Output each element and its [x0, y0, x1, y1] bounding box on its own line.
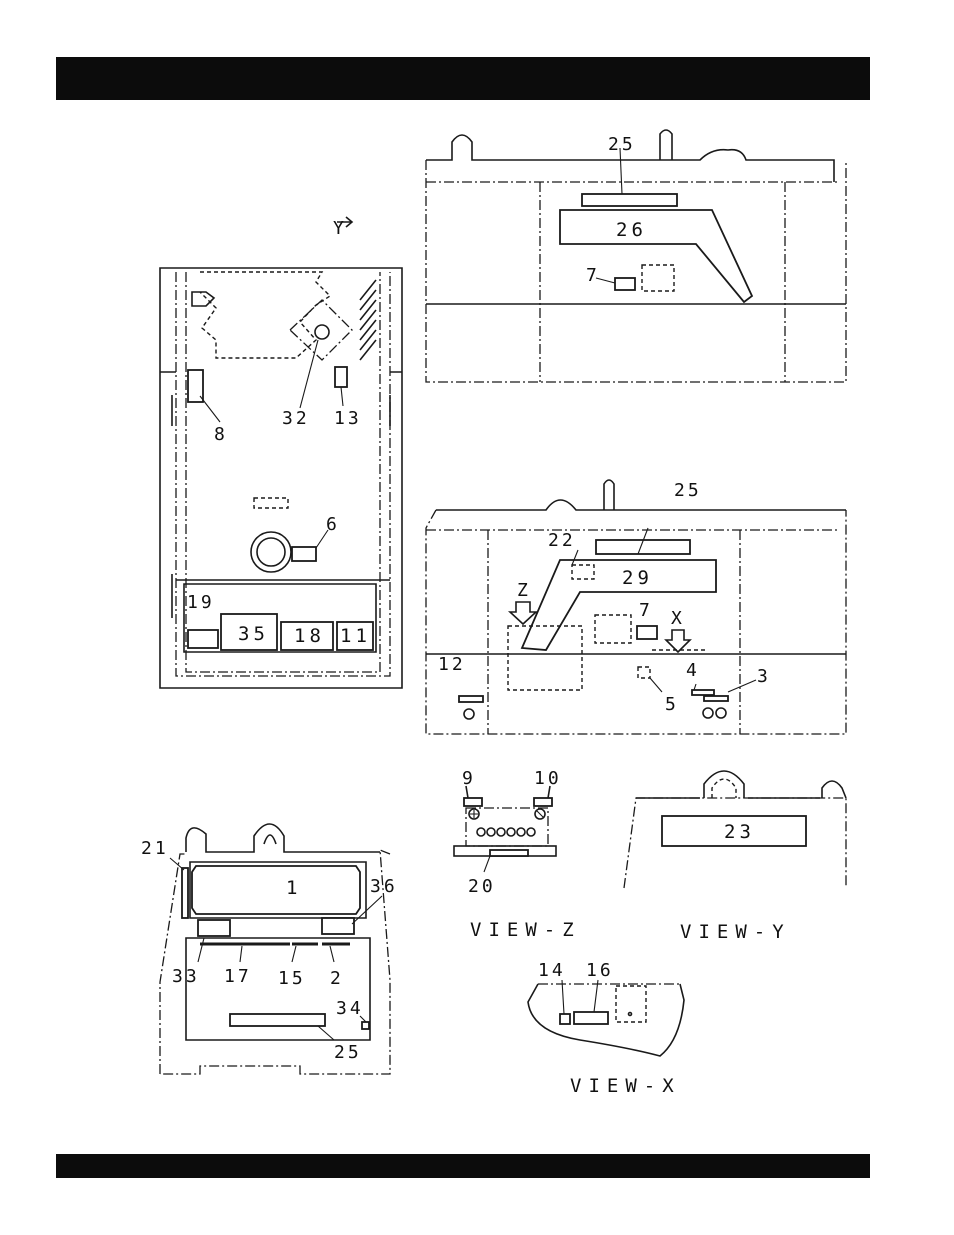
marker-x: X: [671, 608, 685, 629]
label-22: 22: [548, 530, 576, 551]
label-35: 35: [238, 623, 269, 645]
decal-1: [192, 866, 360, 914]
decal-34: [362, 1022, 369, 1029]
label-18: 18: [294, 625, 325, 647]
decal-7-mid: [637, 626, 657, 639]
label-20: 20: [468, 876, 496, 897]
decal-36: [322, 918, 354, 934]
label-1: 1: [286, 877, 301, 899]
decal-25-front: [230, 1014, 325, 1026]
label-13: 13: [334, 408, 362, 429]
label-26: 26: [616, 219, 647, 241]
side-view-right: [426, 130, 846, 382]
decal-7-top: [615, 278, 635, 290]
decal-4: [692, 690, 714, 695]
label-34: 34: [336, 998, 364, 1019]
decal-26: [560, 210, 752, 302]
label-7-mid: 7: [639, 600, 653, 621]
decal-16: [574, 1012, 608, 1024]
decal-29: [522, 560, 716, 650]
front-view: [160, 824, 390, 1074]
label-5: 5: [665, 694, 679, 715]
label-7-top: 7: [586, 265, 600, 286]
label-29: 29: [622, 567, 653, 589]
view-z-caption: VIEW-Z: [470, 919, 581, 941]
label-23: 23: [724, 821, 755, 843]
label-9: 9: [462, 768, 476, 789]
view-x-caption: VIEW-X: [570, 1075, 681, 1097]
label-14: 14: [538, 960, 566, 981]
view-z-drawing: [454, 786, 556, 872]
decal-3: [704, 696, 728, 701]
label-33: 33: [172, 966, 200, 987]
decal-14: [560, 1014, 570, 1024]
view-y-caption: VIEW-Y: [680, 921, 791, 943]
label-16: 16: [586, 960, 614, 981]
label-25-top: 25: [608, 134, 636, 155]
label-3: 3: [757, 666, 771, 687]
label-32: 32: [282, 408, 310, 429]
label-36: 36: [370, 876, 398, 897]
decal-6: [292, 547, 316, 561]
label-8: 8: [214, 424, 228, 445]
side-view-lower: [426, 480, 846, 734]
label-19: 19: [187, 592, 215, 613]
label-15: 15: [278, 968, 306, 989]
marker-z: Z: [517, 580, 531, 601]
label-25-mid: 25: [674, 480, 702, 501]
decal-13: [335, 367, 347, 387]
top-view-left: [160, 217, 402, 688]
decal-25-top: [582, 194, 677, 206]
label-10: 10: [534, 768, 562, 789]
label-21: 21: [141, 838, 169, 859]
decal-20: [490, 850, 528, 856]
marker-y: Y: [333, 218, 347, 239]
decal-33: [198, 920, 230, 936]
label-25-front: 25: [334, 1042, 362, 1063]
label-2: 2: [330, 968, 344, 989]
label-17: 17: [224, 966, 252, 987]
decal-12: [459, 696, 483, 702]
label-12: 12: [438, 654, 466, 675]
label-6: 6: [326, 514, 340, 535]
label-4: 4: [686, 660, 700, 681]
view-x-drawing: [528, 980, 684, 1056]
label-11: 11: [340, 625, 371, 647]
decal-21: [182, 868, 188, 918]
decal-19: [188, 630, 218, 648]
